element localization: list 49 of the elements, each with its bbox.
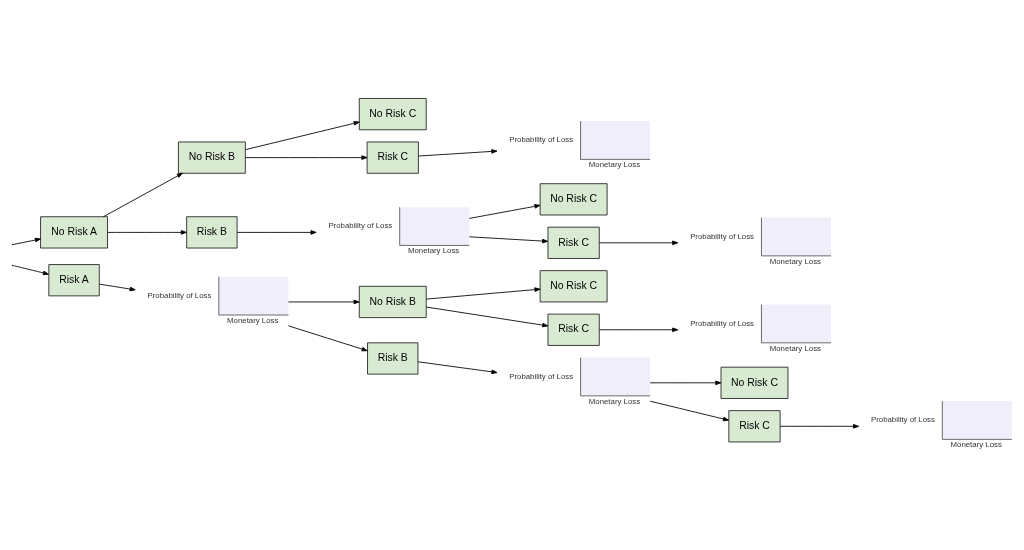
arrow <box>426 287 541 300</box>
node-box: No Risk C <box>358 98 427 131</box>
node-box: No Risk C <box>539 183 608 216</box>
node-label: Monetary Loss <box>588 160 641 170</box>
arrow <box>245 121 360 151</box>
arrow <box>12 265 49 276</box>
arrow <box>649 400 730 422</box>
arrow <box>245 155 368 160</box>
node-box: Risk A <box>48 264 100 297</box>
arrow <box>468 204 541 219</box>
arrow <box>12 237 41 245</box>
node-box: Risk C <box>547 226 600 259</box>
node-box: No Risk A <box>40 216 108 249</box>
arrow <box>649 380 722 386</box>
node-box: Risk B <box>367 342 419 375</box>
node-label: Probability of Loss <box>871 415 935 425</box>
node-box: No Risk B <box>358 285 427 319</box>
node-label: Monetary Loss <box>227 316 279 325</box>
arrow <box>417 361 498 375</box>
arrow <box>598 240 679 246</box>
node-box: Risk C <box>366 141 419 174</box>
node-box: No Risk C <box>720 366 789 399</box>
arrow <box>418 149 498 157</box>
node-label: Probability of Loss <box>509 135 574 145</box>
node-label: Probability of Loss <box>690 231 754 241</box>
arrow <box>288 325 368 352</box>
node-box: Risk B <box>186 216 238 249</box>
node-box: Risk C <box>728 410 781 443</box>
node-label: Monetary Loss <box>950 440 1002 450</box>
node-label: Monetary Loss <box>769 343 821 353</box>
node-box: No Risk B <box>177 141 246 174</box>
arrow <box>779 424 860 429</box>
node-label: Monetary Loss <box>588 396 641 406</box>
arrow <box>426 306 549 328</box>
node-label: Monetary Loss <box>407 246 460 256</box>
node-label: Probability of Loss <box>509 371 574 381</box>
arrow <box>103 172 183 218</box>
node-label: Monetary Loss <box>769 256 821 266</box>
node-box: Risk C <box>547 313 600 346</box>
node-label: Probability of Loss <box>690 318 754 328</box>
node-box: No Risk C <box>539 270 608 303</box>
arrow <box>468 236 549 244</box>
arrow <box>107 230 187 235</box>
arrow <box>288 299 360 305</box>
arrow <box>598 327 679 333</box>
node-label: Probability of Loss <box>328 221 393 231</box>
arrow <box>236 230 317 235</box>
node-label: Probability of Loss <box>147 290 212 300</box>
arrow <box>99 283 136 292</box>
